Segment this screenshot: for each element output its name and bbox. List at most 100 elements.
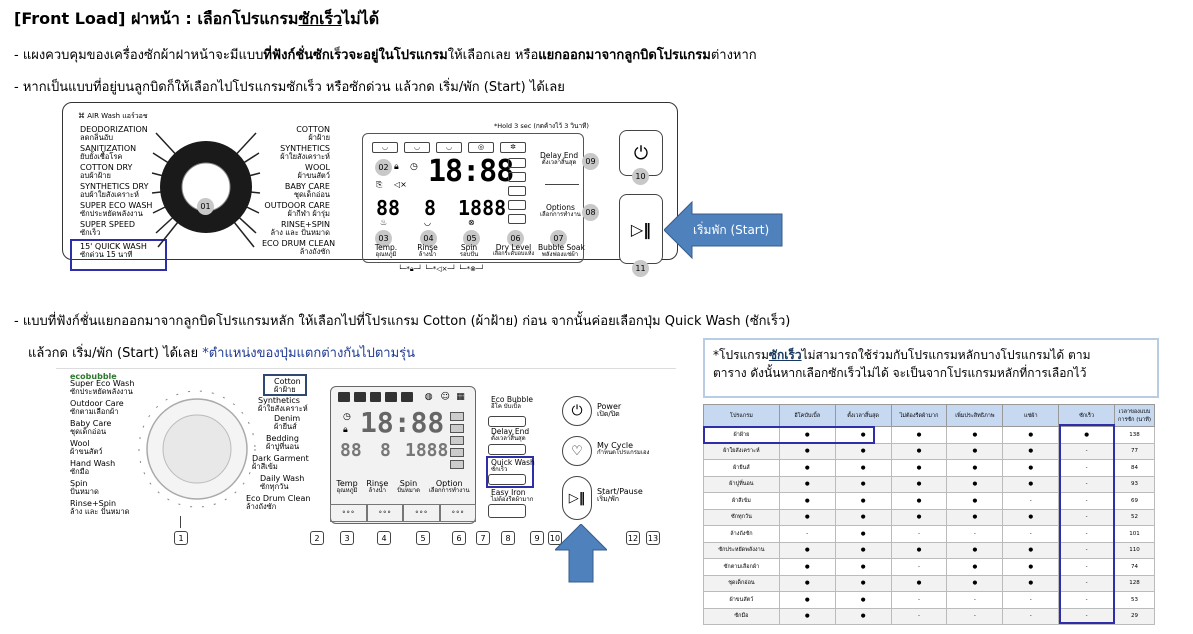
- program-dial-2[interactable]: [132, 384, 262, 514]
- program-en: Outdoor Care: [70, 399, 124, 408]
- power-button-2[interactable]: ⏻: [562, 396, 592, 426]
- dots: ∘∘∘: [330, 504, 367, 522]
- program-en: Denim: [274, 414, 301, 423]
- easy-iron-key[interactable]: [488, 504, 526, 518]
- delay-end-key[interactable]: [488, 444, 526, 455]
- cycle-icon: ✲: [500, 142, 526, 153]
- bubble-icon: ◍: [424, 392, 433, 402]
- play-pause-icon: ▷‖: [630, 219, 652, 239]
- cell-compat: ●: [946, 459, 1004, 477]
- cotton-row-highlight: [703, 426, 875, 444]
- start-button-1[interactable]: ▷‖: [619, 194, 663, 264]
- program-en: Cotton: [274, 377, 301, 386]
- mute-icon: ◁×: [394, 180, 407, 189]
- cell-program-name: ผ้าใยสังเคราะห์: [703, 442, 780, 460]
- cell-compat: ●: [834, 442, 892, 460]
- program-en: Synthetics: [258, 396, 300, 405]
- num-9: 9: [530, 531, 544, 545]
- num-2: 2: [310, 531, 324, 545]
- btn-th: ไม่ต้องรีดผ้ามาก: [491, 495, 534, 503]
- cell-program-name: ผ้าขนสัตว์: [703, 591, 780, 609]
- paragraph-4: แล้วกด เริ่ม/พัก (Start) ได้เลย *ตำแหน่ง…: [28, 342, 415, 363]
- temp-button[interactable]: Temp.อุณหภูมิ: [366, 244, 406, 258]
- hold-note: *Hold 3 sec (กดค้างไว้ 3 วินาที): [494, 122, 589, 130]
- delay-th: ตั้งเวลาสิ้นสุด: [541, 158, 577, 166]
- btn-en: Option: [435, 479, 463, 488]
- p4-b: *ตำแหน่งของปุ่มแตกต่างกันไปตามรุ่น: [202, 346, 416, 361]
- program-en: SYNTHETICS DRY: [80, 182, 149, 191]
- start-arrow-left: [664, 200, 783, 260]
- btn-th: ปั่นหมาด: [396, 487, 421, 495]
- airwash-icon: ⌘: [78, 112, 88, 120]
- program-en: Spin: [70, 479, 88, 488]
- btn-th: ล้างน้ำ: [368, 487, 387, 495]
- program-th: ผ้ากีฬา ผ้ารุ่ม: [287, 209, 330, 219]
- quick-wash-key[interactable]: [488, 474, 526, 485]
- dry-icon: [450, 436, 464, 445]
- lock-icon: 🔒︎: [394, 162, 399, 172]
- program-th: ซักด่วน 15 นาที: [80, 250, 133, 260]
- btn-en: Eco Bubble: [491, 395, 533, 404]
- note-b: ซักเร็ว: [768, 348, 802, 362]
- dry-icon: [450, 412, 464, 421]
- start-pause-button-2[interactable]: ▷‖: [562, 476, 592, 520]
- cell-compat: ●: [834, 574, 892, 592]
- clock-icon-2: ◷: [343, 412, 351, 422]
- dry-icon: [508, 186, 526, 196]
- program-en: WOOL: [305, 163, 330, 172]
- program-dial-1[interactable]: [150, 125, 262, 250]
- cell-compat: ●: [778, 591, 836, 609]
- cell-time: 52: [1114, 508, 1155, 526]
- time-display: 18:88: [428, 154, 514, 189]
- program-en: ECO DRUM CLEAN: [262, 239, 336, 248]
- cycle-icon: ◡: [436, 142, 462, 153]
- cell-compat: -: [946, 525, 1004, 543]
- program-th: ผ้าขนสัตว์: [297, 171, 330, 181]
- eco-bubble-key[interactable]: [488, 416, 526, 427]
- my-cycle-button[interactable]: ♡: [562, 436, 592, 466]
